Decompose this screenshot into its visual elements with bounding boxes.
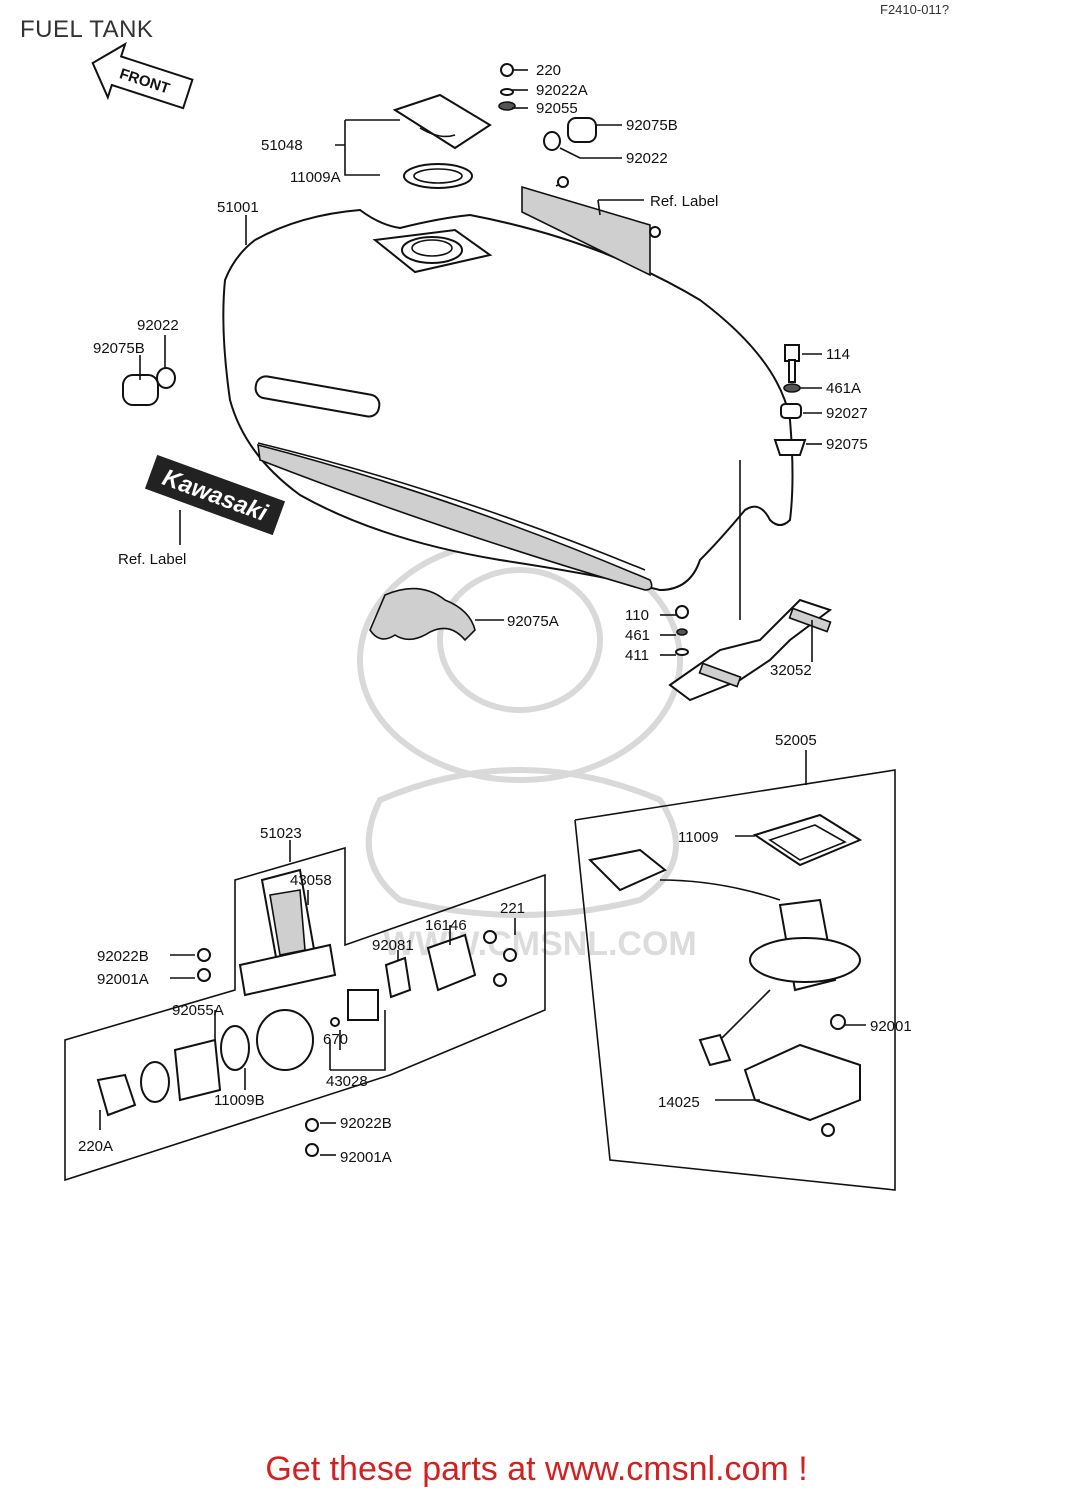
leader-lines <box>99 69 866 1156</box>
callout-92022B-upper: 92022B <box>97 948 149 965</box>
page-title: FUEL TANK <box>20 16 154 43</box>
callout-92075: 92075 <box>826 436 868 453</box>
callout-92001A-upper: 92001A <box>97 971 149 988</box>
callout-92055A: 92055A <box>172 1002 224 1019</box>
callout-51001: 51001 <box>217 199 259 216</box>
parts-diagram: WWW.CMSNL.COM FRONT Kawasaki <box>64 41 912 1191</box>
callout-220A: 220A <box>78 1138 113 1155</box>
kawasaki-decal: Kawasaki <box>144 454 286 536</box>
callout-92001: 92001 <box>870 1018 912 1035</box>
callout-11009B: 11009B <box>214 1092 265 1109</box>
callout-43028: 43028 <box>326 1073 368 1090</box>
callout-114: 114 <box>826 346 850 363</box>
tank-rubber-92075A <box>369 587 476 642</box>
callout-32052: 32052 <box>770 662 812 679</box>
parts-link-banner[interactable]: Get these parts at www.cmsnl.com ! <box>265 1450 808 1488</box>
callout-461A: 461A <box>826 380 861 397</box>
callout-92022A: 92022A <box>536 82 588 99</box>
callout-labels: 220 92022A 92055 92075B 92022 51048 1100… <box>78 62 912 1166</box>
callout-411: 411 <box>625 647 649 664</box>
callout-43058: 43058 <box>290 872 332 889</box>
petcock-assembly-51023 <box>64 846 546 1182</box>
callout-11009A: 11009A <box>290 169 341 186</box>
gauge-sender-52005 <box>574 769 896 1191</box>
fuel-cap-51048 <box>392 93 492 189</box>
callout-ref-label-top: Ref. Label <box>650 193 718 210</box>
diagram-code: F2410-011? <box>880 2 950 17</box>
callout-92022-top: 92022 <box>626 150 668 167</box>
fuel-tank-51001 <box>222 208 794 592</box>
callout-14025: 14025 <box>658 1094 700 1111</box>
left-cushions <box>122 367 176 406</box>
callout-92075B-left: 92075B <box>93 340 145 357</box>
callout-220: 220 <box>536 62 561 79</box>
bracket-32052 <box>668 460 833 702</box>
callout-461: 461 <box>625 627 650 644</box>
callout-11009: 11009 <box>678 829 719 846</box>
cap-hardware <box>498 63 597 151</box>
callout-92075A: 92075A <box>507 613 559 630</box>
callout-92022B-lower: 92022B <box>340 1115 392 1132</box>
callout-670: 670 <box>323 1031 348 1048</box>
callout-ref-label-left: Ref. Label <box>118 551 186 568</box>
callout-92055: 92055 <box>536 100 578 117</box>
callout-51023: 51023 <box>260 825 302 842</box>
front-arrow: FRONT <box>91 41 194 110</box>
callout-51048: 51048 <box>261 137 303 154</box>
callout-16146: 16146 <box>425 917 467 934</box>
callout-92022-left: 92022 <box>137 317 179 334</box>
callout-92001A-lower: 92001A <box>340 1149 392 1166</box>
callout-92027: 92027 <box>826 405 868 422</box>
ref-label-top <box>521 176 661 277</box>
callout-92075B-top: 92075B <box>626 117 678 134</box>
callout-92081: 92081 <box>372 937 414 954</box>
callout-52005: 52005 <box>775 732 817 749</box>
callout-221: 221 <box>500 900 525 917</box>
callout-110: 110 <box>625 607 649 624</box>
